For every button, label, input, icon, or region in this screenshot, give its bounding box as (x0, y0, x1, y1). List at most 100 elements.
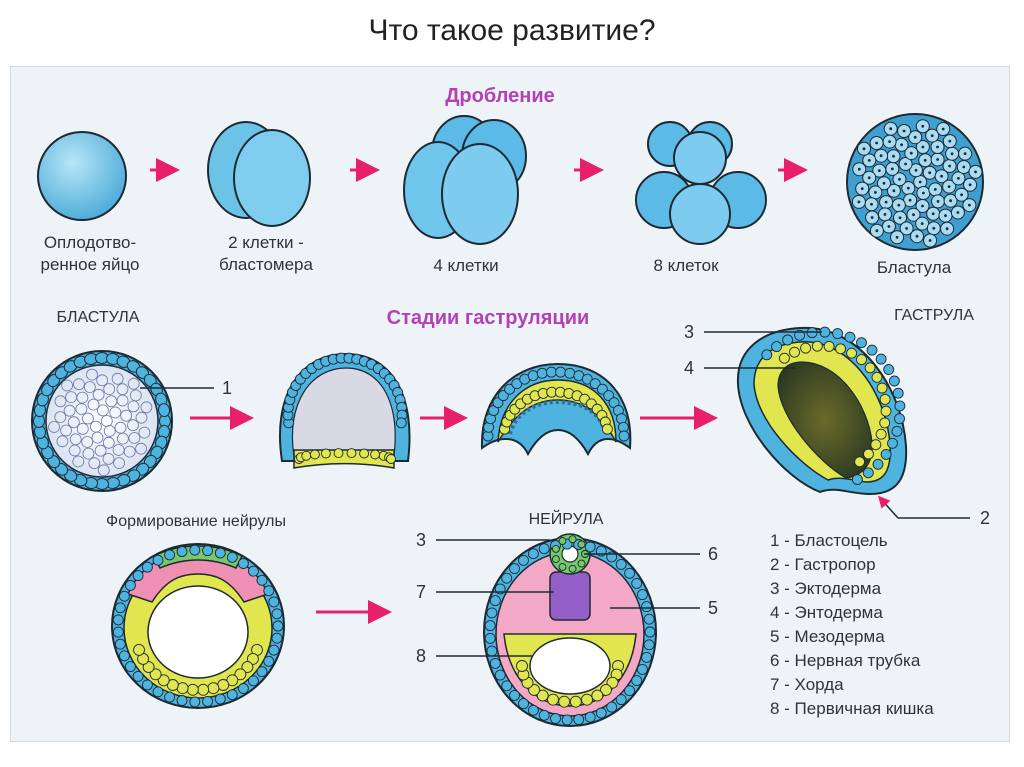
legend-item: 5 - Мезодерма (770, 627, 885, 646)
cell-mark (905, 227, 908, 230)
cell-mark (272, 633, 282, 643)
cell-mark (924, 159, 927, 162)
cell-mark (875, 142, 878, 145)
cell-mark (940, 175, 943, 178)
cell-mark (125, 662, 135, 672)
blastula-illustration (847, 114, 983, 250)
cell-mark (321, 449, 330, 458)
cell-mark (187, 684, 198, 695)
cell-mark (203, 696, 213, 706)
cell-mark (881, 406, 891, 416)
cell-mark (227, 690, 237, 700)
callout-gastrula-3: 3 (684, 322, 694, 342)
cell-mark (562, 715, 572, 725)
cell-mark (912, 213, 915, 216)
cell-mark (487, 646, 497, 656)
legend-item: 4 - Энтодерма (770, 603, 883, 622)
cell-mark (644, 640, 654, 650)
cell-mark (248, 566, 258, 576)
legend-item: 6 - Нервная трубка (770, 651, 921, 670)
cell-mark (153, 687, 163, 697)
cell-mark (888, 225, 891, 228)
cell-mark (556, 367, 566, 377)
cell-mark (539, 710, 549, 720)
cell-mark (888, 438, 898, 448)
cell-mark (625, 686, 635, 696)
cell-mark (932, 227, 935, 230)
cell-mark (892, 426, 902, 436)
cell-mark (546, 367, 556, 377)
label-egg-line2: ренное яйцо (40, 255, 139, 274)
cell-mark (861, 187, 864, 190)
cell-mark (949, 199, 952, 202)
cell-mark (883, 182, 886, 185)
cell-mark (495, 670, 505, 680)
cell-mark (208, 683, 219, 694)
cell-mark (899, 216, 902, 219)
cell-mark (490, 596, 500, 606)
cell-mark (642, 652, 652, 662)
cell-mark (884, 213, 887, 216)
cell-mark (133, 571, 143, 581)
cell-mark (968, 204, 971, 207)
cell-mark (957, 177, 960, 180)
cell-mark (898, 178, 901, 181)
cell-mark (133, 671, 143, 681)
cell-mark (900, 143, 903, 146)
cell-mark (248, 676, 258, 686)
cell-mark (198, 684, 209, 695)
cell-mark (490, 658, 500, 668)
cell-mark (863, 147, 866, 150)
cell-mark (888, 140, 891, 143)
cell-mark (642, 602, 652, 612)
cell-mark (607, 702, 617, 712)
cell-mark (892, 155, 895, 158)
cell-mark (559, 538, 566, 545)
cell-mark (574, 715, 584, 725)
cell-mark (948, 185, 951, 188)
callout-neurula-6: 6 (708, 544, 718, 564)
cell-mark (960, 193, 963, 196)
cell-mark (855, 457, 865, 467)
cell-mark (936, 146, 939, 149)
cell-mark (645, 627, 655, 637)
cell-mark (824, 341, 834, 351)
cell-mark (177, 683, 188, 694)
label-egg-line1: Оплодотво- (44, 233, 136, 252)
cell-mark (119, 591, 129, 601)
cell-mark (932, 212, 935, 215)
cell-mark (847, 348, 857, 358)
blastula-section-illustration (32, 351, 172, 491)
callout-gastrula-2: 2 (980, 508, 990, 528)
cell-mark (625, 568, 635, 578)
cell-mark (948, 165, 951, 168)
cell-mark (880, 154, 883, 157)
cell-mark (269, 597, 279, 607)
cell-mark (919, 181, 922, 184)
cell-mark (264, 656, 274, 666)
legend-item: 7 - Хорда (770, 675, 844, 694)
cell-mark (552, 545, 559, 552)
cell-mark (519, 555, 529, 565)
cell-mark (928, 171, 931, 174)
cell-mark (125, 580, 135, 590)
cell-mark (893, 189, 896, 192)
cell-mark (946, 227, 949, 230)
cell-mark (868, 159, 871, 162)
cell-mark (644, 614, 654, 624)
cell-mark (134, 644, 145, 655)
cell-mark (852, 475, 862, 485)
cell-mark (891, 168, 894, 171)
cell-mark (857, 355, 867, 365)
cell-mark (269, 645, 279, 655)
cell-mark (934, 188, 937, 191)
cell-mark (877, 383, 887, 393)
cell-mark (273, 621, 283, 631)
cell-mark (528, 705, 538, 715)
cell-mark (238, 684, 248, 694)
cell-mark (944, 214, 947, 217)
cell-mark (637, 664, 647, 674)
cell-mark (510, 564, 520, 574)
cell-mark (964, 152, 967, 155)
cell-mark (921, 205, 924, 208)
